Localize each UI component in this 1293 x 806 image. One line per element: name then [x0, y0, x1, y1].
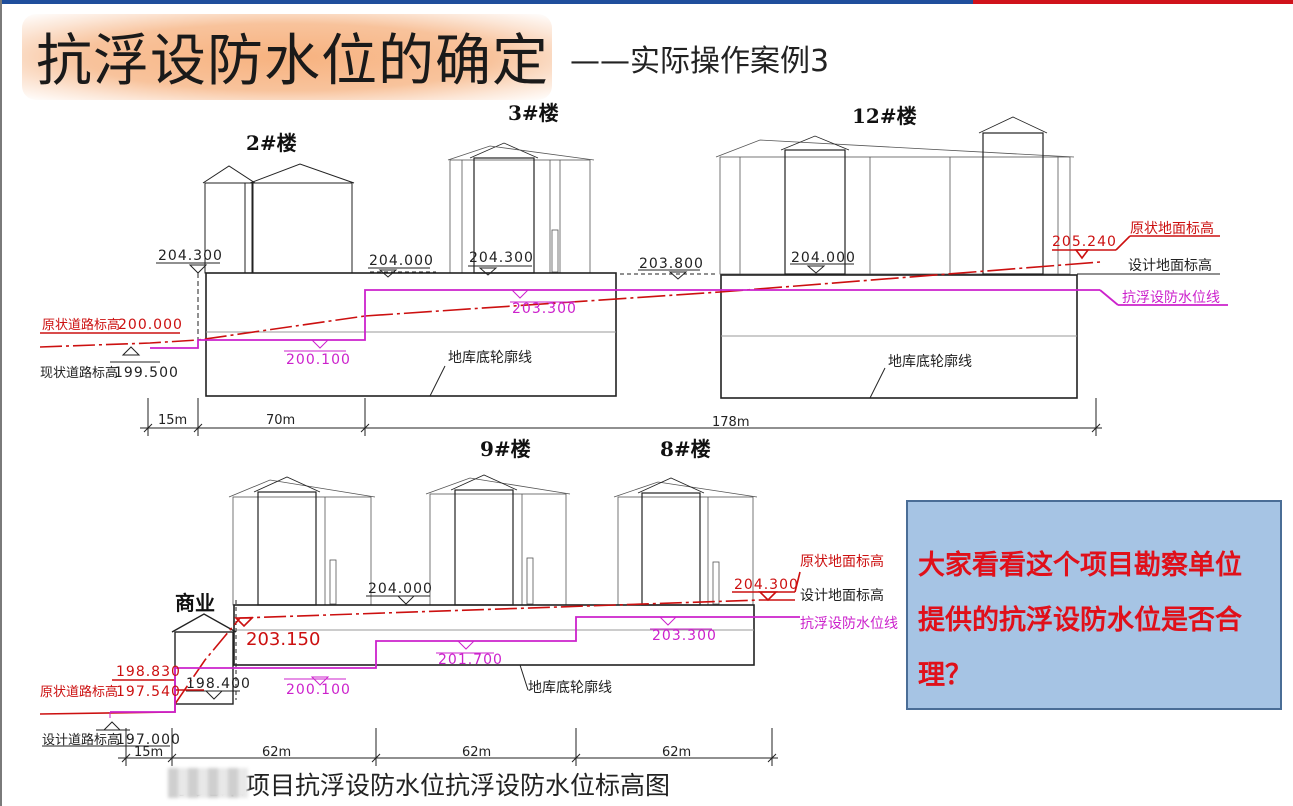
question-callout: 大家看看这个项目勘察单位提供的抗浮设防水位是否合理？ — [906, 500, 1282, 710]
elev-bottom-10: 197.000 — [116, 732, 181, 748]
dim-top-1: 15m — [158, 413, 187, 428]
dim-bottom-1: 15m — [134, 745, 163, 760]
top-original-ground-line — [39, 235, 1220, 348]
slide-subtitle: ——实际操作案例3 — [570, 44, 830, 79]
elev-top-2: 204.000 — [369, 253, 434, 269]
building-3-label: 3#楼 — [508, 101, 559, 125]
elev-top-5: 204.000 — [791, 250, 856, 266]
label-bottom-design-road: 设计道路标高 — [42, 732, 120, 748]
dim-bottom-3: 62m — [462, 745, 491, 760]
label-top-design-ground: 设计地面标高 — [1128, 257, 1212, 274]
label-bottom-basement: 地库底轮廓线 — [528, 679, 612, 696]
elev-bottom-3: 203.150 — [246, 629, 320, 650]
title-highlight — [22, 14, 552, 100]
top-water-level-line — [150, 289, 1228, 352]
label-bottom-orig-road: 原状道路标高 — [40, 684, 118, 700]
building-9-label: 9#楼 — [480, 437, 531, 461]
dim-top-3: 178m — [712, 415, 749, 430]
redaction-blur — [168, 768, 248, 798]
building-9 — [228, 476, 376, 606]
label-top-water-line: 抗浮设防水位线 — [1122, 290, 1220, 306]
elev-top-8: 200.100 — [286, 352, 351, 368]
bottom-water-level-line — [109, 616, 800, 718]
elev-bottom-8: 197.540 — [116, 684, 181, 700]
elev-top-3: 204.300 — [469, 250, 534, 266]
label-bottom-design-ground: 设计地面标高 — [800, 587, 884, 604]
dim-bottom-4: 62m — [662, 745, 691, 760]
building-8-label: 8#楼 — [660, 437, 711, 461]
label-top-cur-road: 现状道路标高 — [40, 365, 118, 381]
left-border-line — [0, 0, 2, 806]
building-2-label: 2#楼 — [246, 131, 297, 155]
elev-top-7: 203.300 — [512, 301, 577, 317]
elev-top-4: 203.800 — [639, 256, 704, 272]
figure-caption: 东莞某项目抗浮设防水位抗浮设防水位标高图 — [170, 771, 671, 800]
elev-bottom-7: 198.830 — [116, 664, 181, 680]
label-top-orig-ground: 原状地面标高 — [1130, 220, 1214, 237]
elev-bottom-2: 204.300 — [734, 577, 799, 593]
basement-bottom — [233, 604, 755, 666]
elev-bottom-5: 203.300 — [652, 628, 717, 644]
top-section — [110, 116, 1220, 436]
commercial-label: 商业 — [175, 591, 215, 615]
elev-bottom-9: 198.400 — [186, 676, 251, 692]
building-9b — [425, 474, 571, 606]
elev-top-6: 205.240 — [1052, 234, 1117, 250]
elev-bottom-6: 200.100 — [286, 682, 351, 698]
callout-text: 大家看看这个项目勘察单位提供的抗浮设防水位是否合理？ — [918, 550, 1242, 691]
elev-top-9: 200.000 — [118, 317, 183, 333]
elev-bottom-4: 201.700 — [438, 652, 503, 668]
elev-bottom-1: 204.000 — [368, 581, 433, 597]
building-12-label: 12#楼 — [852, 104, 917, 128]
label-top-basement-right: 地库底轮廓线 — [888, 353, 972, 370]
slide-title: 抗浮设防水位的确定 — [36, 29, 549, 94]
elev-top-10: 199.500 — [114, 365, 179, 381]
building-12 — [715, 116, 1075, 275]
dim-top-2: 70m — [266, 413, 295, 428]
top-accent-bar — [0, 0, 1293, 4]
label-bottom-orig-ground: 原状地面标高 — [800, 553, 884, 570]
bottom-section — [42, 474, 778, 766]
label-top-orig-road: 原状道路标高 — [42, 317, 120, 333]
elev-top-1: 204.300 — [158, 248, 223, 264]
label-top-basement-left: 地库底轮廓线 — [448, 349, 532, 366]
top-accent-bar-red — [973, 0, 1293, 4]
label-bottom-water-line: 抗浮设防水位线 — [800, 616, 898, 632]
basement-left — [205, 272, 617, 397]
building-2 — [202, 163, 355, 274]
dim-bottom-2: 62m — [262, 745, 291, 760]
